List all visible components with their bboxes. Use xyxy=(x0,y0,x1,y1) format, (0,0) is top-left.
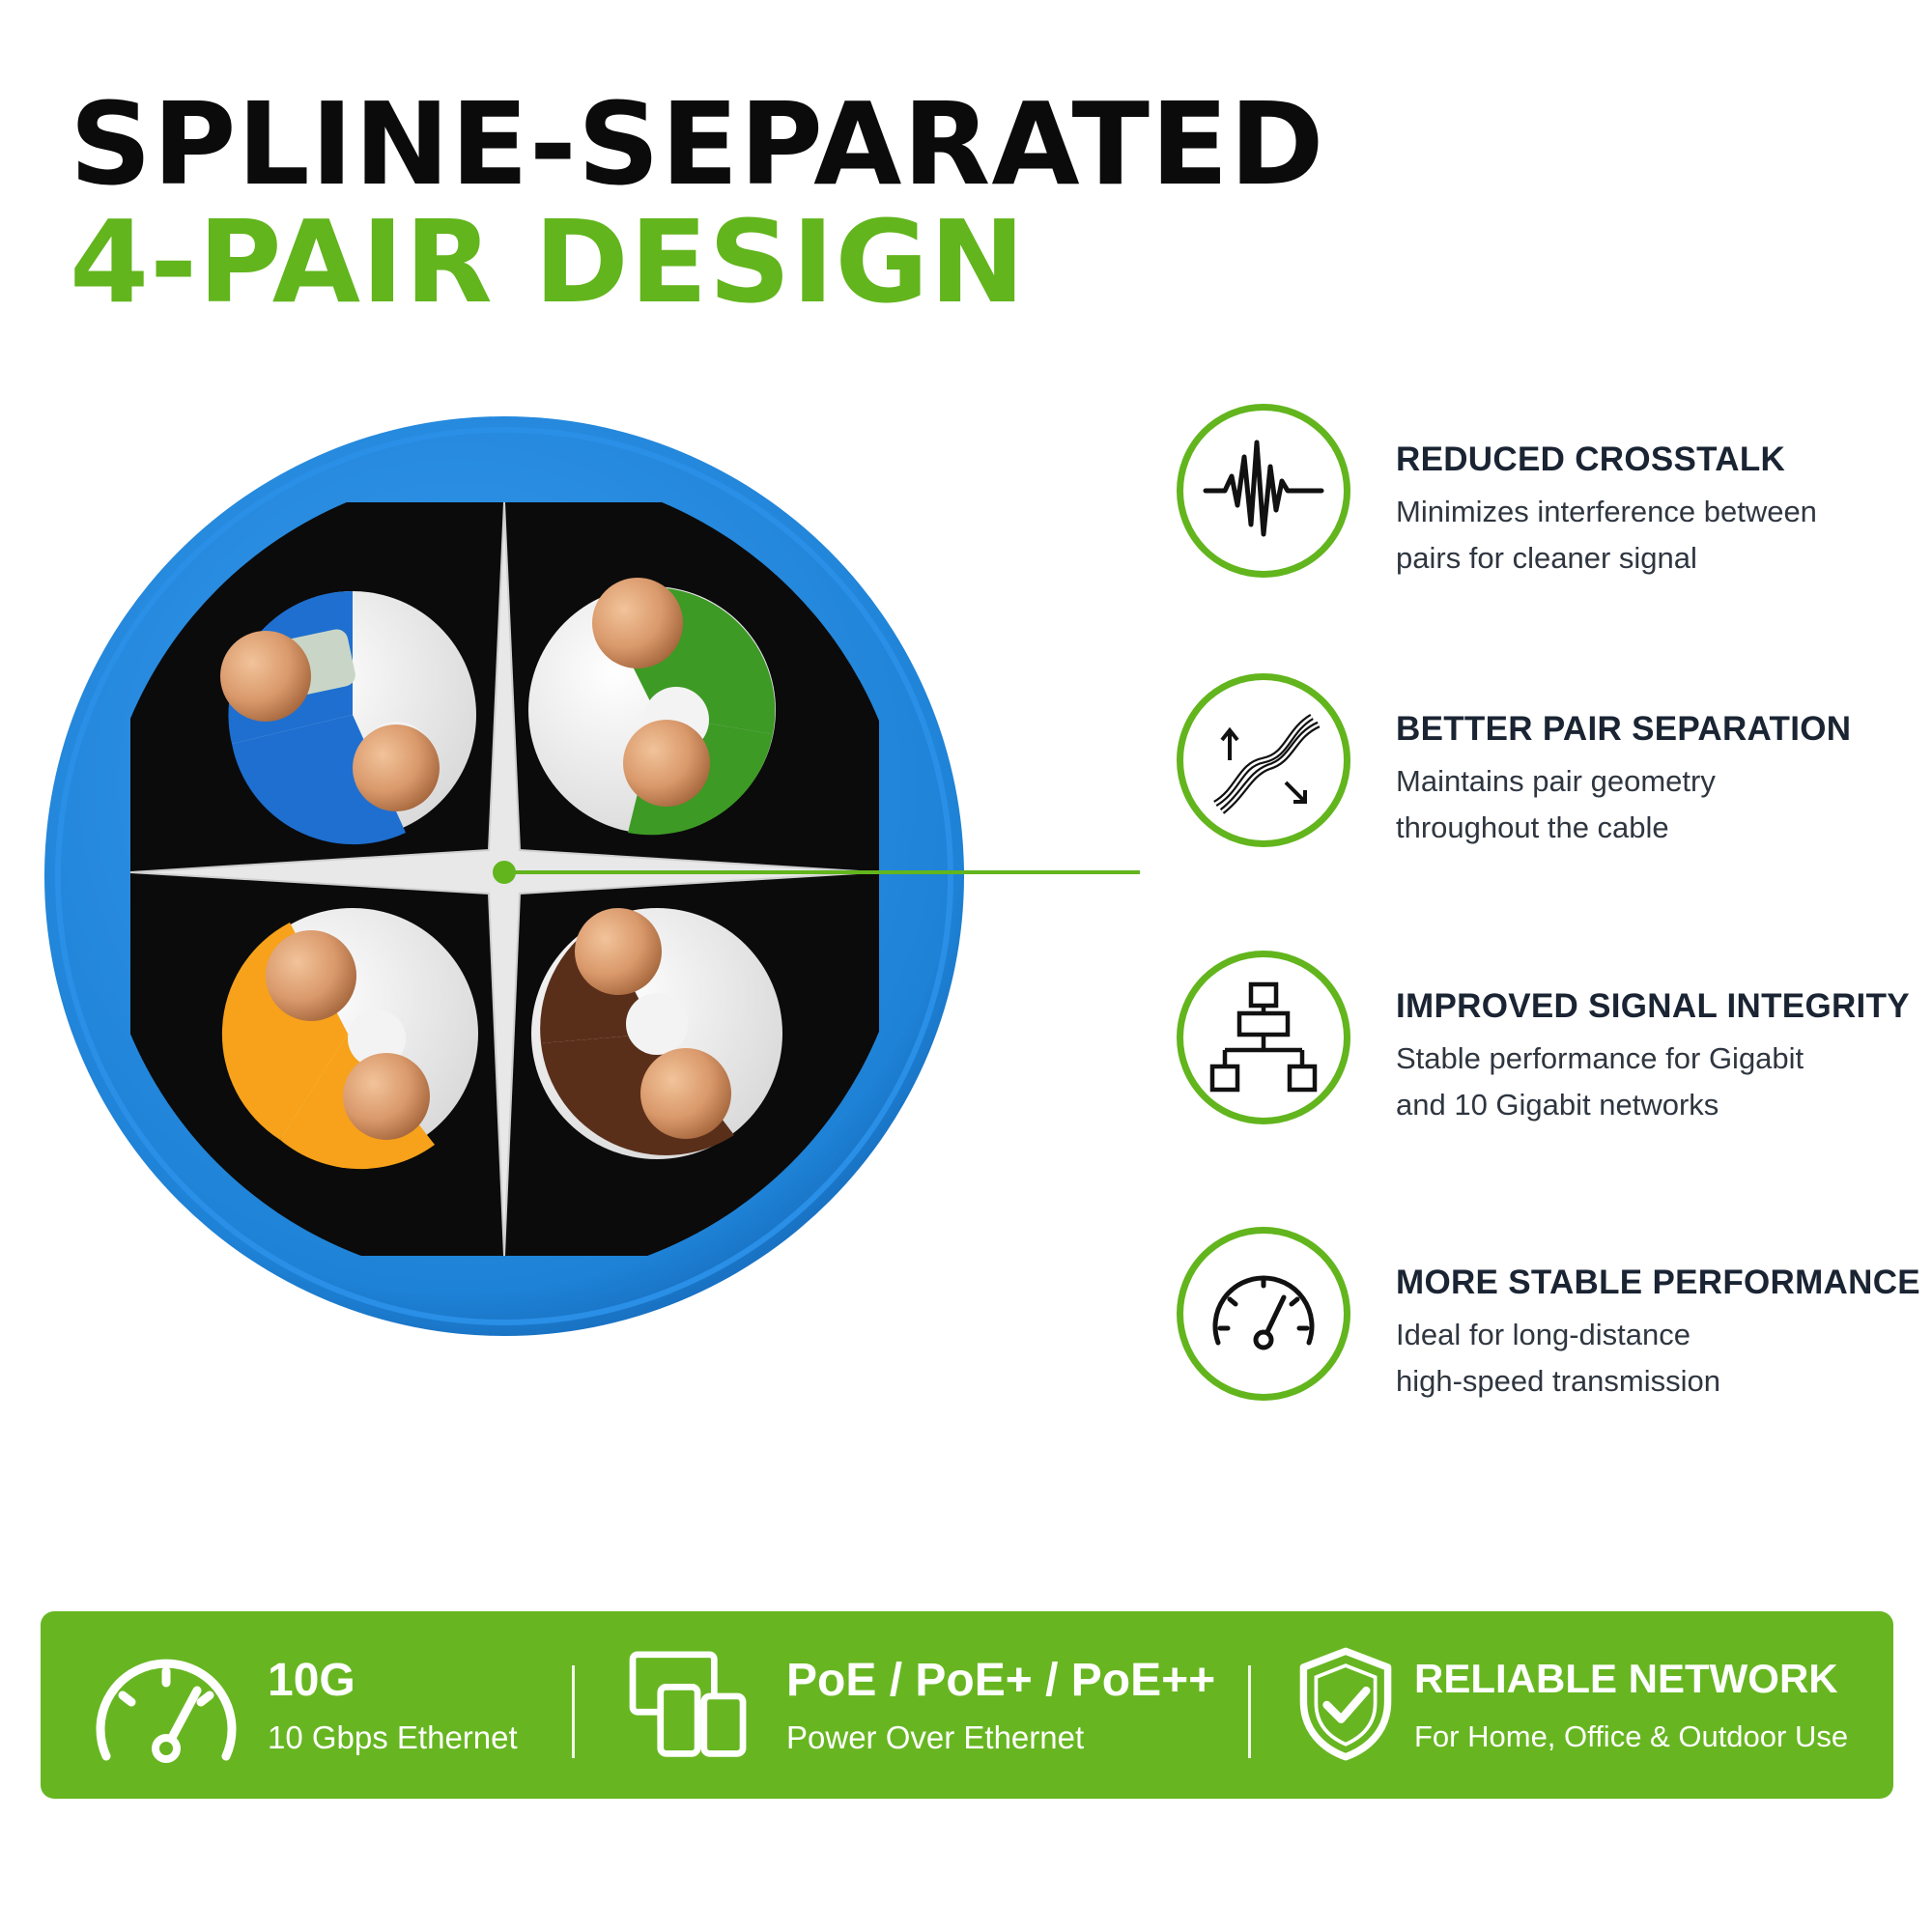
feature-more-stable-performance: MORE STABLE PERFORMANCE Ideal for long-d… xyxy=(1177,1227,1930,1430)
badge-subtitle: 10 Gbps Ethernet xyxy=(268,1719,518,1755)
badge-10g: 10G 10 Gbps Ethernet xyxy=(41,1611,582,1799)
pair-blue xyxy=(220,590,476,845)
devices-icon xyxy=(629,1651,747,1757)
network-hierarchy-icon xyxy=(1209,981,1318,1093)
feature-description: Maintains pair geometry throughout the c… xyxy=(1396,764,1716,844)
badge-title: 10G xyxy=(268,1655,355,1706)
feature-reduced-crosstalk: REDUCED CROSSTALK Minimizes interference… xyxy=(1177,404,1930,607)
twisted-pair-icon xyxy=(1213,714,1321,814)
banner-divider xyxy=(1248,1665,1251,1758)
badge-title: RELIABLE NETWORK xyxy=(1414,1656,1838,1701)
feature-title: MORE STABLE PERFORMANCE xyxy=(1396,1264,1920,1301)
feature-description: Stable performance for Gigabit and 10 Gi… xyxy=(1396,1041,1804,1122)
badge-poe: PoE / PoE+ / PoE++ Power Over Ethernet xyxy=(582,1611,1258,1799)
feature-title: BETTER PAIR SEPARATION xyxy=(1396,710,1852,748)
feature-description: Minimizes interference between pairs for… xyxy=(1396,495,1817,575)
badge-reliable-network: RELIABLE NETWORK For Home, Office & Outd… xyxy=(1258,1611,1893,1799)
feature-improved-signal-integrity: IMPROVED SIGNAL INTEGRITY Stable perform… xyxy=(1177,951,1930,1153)
feature-description: Ideal for long-distance high-speed trans… xyxy=(1396,1318,1721,1398)
gauge-icon xyxy=(1212,1275,1315,1350)
pair-green xyxy=(528,578,776,836)
shield-check-icon xyxy=(1299,1647,1392,1761)
badge-title: PoE / PoE+ / PoE++ xyxy=(786,1655,1216,1706)
page-title: SPLINE-SEPARATED 4-PAIR DESIGN xyxy=(70,87,1325,319)
waveform-icon xyxy=(1203,440,1324,537)
banner-divider xyxy=(572,1665,575,1758)
title-line-1: SPLINE-SEPARATED xyxy=(70,77,1325,211)
feature-banner: 10G 10 Gbps Ethernet PoE / PoE+ / PoE++ … xyxy=(41,1611,1893,1799)
callout-dot xyxy=(493,861,516,884)
pair-orange xyxy=(221,908,478,1170)
feature-title: REDUCED CROSSTALK xyxy=(1396,440,1786,478)
cable-cross-section xyxy=(44,416,1140,1336)
pair-brown xyxy=(531,908,782,1159)
title-line-2: 4-PAIR DESIGN xyxy=(70,195,1026,328)
badge-subtitle: For Home, Office & Outdoor Use xyxy=(1414,1719,1849,1753)
feature-title: IMPROVED SIGNAL INTEGRITY xyxy=(1396,987,1910,1025)
feature-better-pair-separation: BETTER PAIR SEPARATION Maintains pair ge… xyxy=(1177,673,1930,876)
speedometer-icon xyxy=(96,1659,237,1763)
badge-subtitle: Power Over Ethernet xyxy=(786,1719,1085,1755)
